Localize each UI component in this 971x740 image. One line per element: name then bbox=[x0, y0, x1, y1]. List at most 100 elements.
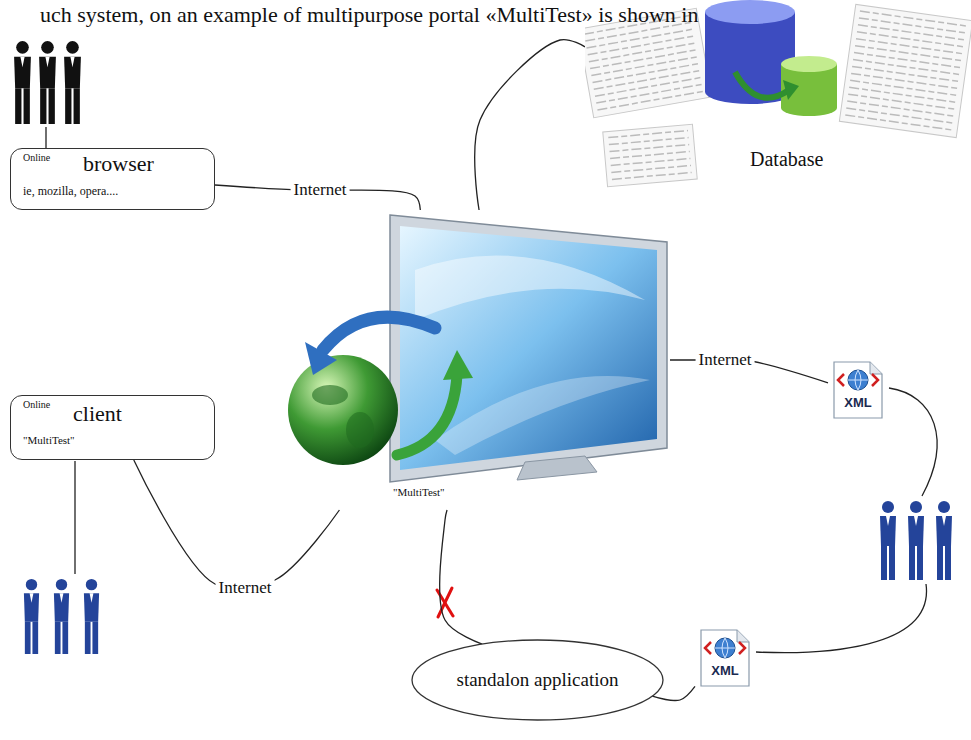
file-globe-line bbox=[715, 638, 735, 658]
person-figure bbox=[880, 501, 896, 580]
monitor-stand bbox=[517, 456, 597, 480]
green-arrow bbox=[397, 375, 457, 455]
monitor-frame bbox=[390, 215, 667, 482]
green-arrow-head bbox=[443, 350, 473, 380]
person-figure bbox=[64, 41, 81, 124]
table-sheet bbox=[839, 4, 971, 137]
globe bbox=[288, 355, 398, 465]
green-arrow bbox=[735, 72, 789, 98]
person-figure bbox=[936, 501, 952, 580]
person-figure bbox=[908, 501, 924, 580]
node-text: "MultiTest" bbox=[23, 434, 75, 447]
network-link bbox=[440, 510, 482, 644]
sheet-row bbox=[608, 131, 688, 138]
sheet-row bbox=[855, 46, 962, 61]
sheet-row bbox=[597, 91, 705, 110]
tag-bracket bbox=[872, 374, 878, 386]
sheet-row bbox=[850, 80, 957, 95]
sheet-row bbox=[612, 172, 692, 179]
cylinder-top bbox=[781, 56, 837, 72]
table-sheet bbox=[603, 124, 697, 187]
sheet-row bbox=[846, 108, 953, 123]
green-cylinder bbox=[781, 56, 837, 116]
sheet-row bbox=[857, 32, 964, 47]
people-group bbox=[880, 501, 952, 580]
globe-land bbox=[346, 412, 374, 448]
sheet-row bbox=[860, 11, 967, 26]
person-figure bbox=[84, 579, 99, 654]
user-line bbox=[889, 388, 937, 496]
network-link bbox=[134, 460, 340, 589]
sheet-row bbox=[611, 165, 691, 172]
tag-bracket bbox=[838, 374, 844, 386]
file-globe bbox=[715, 638, 735, 658]
people-group bbox=[24, 579, 99, 654]
sheet-row bbox=[856, 39, 963, 54]
screen-glare bbox=[415, 255, 645, 320]
person-figure bbox=[24, 579, 39, 654]
person-figure bbox=[39, 41, 56, 124]
database-icon: Database bbox=[585, 0, 971, 200]
file-globe-line bbox=[848, 370, 868, 390]
node-title: XML bbox=[695, 664, 755, 679]
file-corner bbox=[737, 630, 749, 642]
node-title: XML bbox=[828, 396, 888, 411]
sheet-outline bbox=[839, 4, 971, 137]
sheet-row bbox=[852, 66, 959, 81]
globe-land bbox=[312, 385, 348, 405]
sheet-outline bbox=[603, 124, 697, 187]
sheet-row bbox=[851, 73, 958, 88]
file-corner bbox=[870, 362, 882, 374]
link-label: Internet bbox=[291, 180, 350, 200]
user-line bbox=[74, 461, 75, 574]
sheet-row bbox=[609, 138, 689, 145]
sheet-row bbox=[858, 25, 965, 40]
sheet-row bbox=[859, 18, 966, 33]
sheet-row bbox=[610, 152, 690, 159]
sheet-row bbox=[847, 101, 954, 116]
network-link bbox=[475, 40, 585, 210]
ellipse-outline bbox=[412, 640, 663, 720]
node-title: Database bbox=[750, 148, 823, 171]
node-text: client bbox=[73, 401, 122, 426]
node-title: Online bbox=[23, 399, 50, 411]
user-line bbox=[756, 584, 926, 653]
sheet-row bbox=[853, 60, 960, 75]
sheet-row bbox=[849, 87, 956, 102]
application-ellipse: standalon application bbox=[410, 638, 665, 722]
link-label: Internet bbox=[216, 578, 275, 598]
page-text: uch system, on an example of multipurpos… bbox=[40, 2, 698, 27]
sheet-row bbox=[854, 53, 961, 68]
person-figure bbox=[14, 41, 31, 124]
server-monitor: "MultiTest" bbox=[285, 210, 670, 510]
client-box: Online client "MultiTest" bbox=[10, 395, 215, 460]
xml-file-icon-shape bbox=[695, 628, 755, 690]
person-figure bbox=[54, 579, 69, 654]
sheet-row bbox=[845, 115, 952, 130]
sheet-row bbox=[611, 158, 691, 165]
node-text: ie, mozilla, opera.... bbox=[23, 185, 118, 199]
node-title: "MultiTest" bbox=[393, 486, 445, 499]
client-box: Online browser ie, mozilla, opera.... bbox=[10, 148, 215, 210]
blue-arrow bbox=[323, 317, 435, 350]
sheet-row bbox=[609, 145, 689, 152]
xml-file-icon: XML bbox=[828, 360, 888, 422]
green-arrow-head bbox=[783, 80, 799, 100]
sheet-row bbox=[848, 94, 955, 109]
tag-bracket bbox=[739, 642, 745, 654]
people-group bbox=[14, 41, 81, 124]
node-text: browser bbox=[83, 151, 154, 176]
node-title: Online bbox=[23, 152, 50, 164]
screen-glare bbox=[435, 376, 650, 455]
file-globe bbox=[848, 370, 868, 390]
user-line bbox=[45, 127, 46, 148]
blue-arrow-head bbox=[305, 342, 337, 375]
tag-bracket bbox=[705, 642, 711, 654]
cylinder-top bbox=[705, 0, 795, 24]
xml-file-icon: XML bbox=[695, 628, 755, 690]
server-monitor-shape bbox=[285, 210, 670, 510]
link-label: Internet bbox=[696, 350, 755, 370]
xml-file-icon-shape bbox=[828, 360, 888, 422]
node-title: standalon application bbox=[457, 669, 619, 691]
